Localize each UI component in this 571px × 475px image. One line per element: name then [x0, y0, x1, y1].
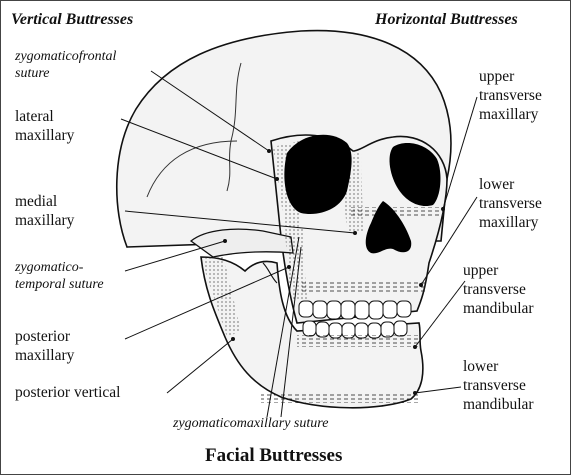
horizontal-buttresses-header: Horizontal Buttresses [375, 11, 518, 28]
figure-title: Facial Buttresses [205, 445, 343, 466]
temporal-line [146, 140, 238, 198]
nasal-aperture [365, 201, 412, 254]
label-zygomaticotemporal-suture: zygomatico- temporal suture [15, 260, 104, 292]
label-zygomaticofrontal-suture: zygomaticofrontal suture [15, 49, 117, 81]
label-upper-transverse-mandibular: upper transverse mandibular [463, 262, 534, 317]
leader-dots [223, 149, 445, 395]
upper-transverse-mandibular-shading [297, 335, 419, 347]
label-lateral-maxillary: lateral maxillary [15, 108, 75, 144]
left-orbit [389, 143, 441, 207]
label-lower-transverse-maxillary: lower transverse maxillary [479, 176, 542, 231]
posterior-shading [201, 255, 241, 337]
lower-transverse-maxillary-shading [301, 281, 425, 293]
label-posterior-vertical: posterior vertical [15, 384, 121, 401]
leader-lines [120, 70, 478, 418]
label-upper-transverse-maxillary: upper transverse maxillary [479, 68, 542, 123]
label-posterior-maxillary: posterior maxillary [15, 328, 75, 364]
lower-transverse-mandibular-shading [261, 393, 421, 403]
right-orbit [284, 134, 352, 215]
upper-transverse-maxillary-shading [351, 207, 443, 217]
upper-teeth [298, 300, 412, 320]
vertical-buttresses-header: Vertical Buttresses [11, 11, 134, 28]
label-medial-maxillary: medial maxillary [15, 193, 75, 229]
label-zygomaticomaxillary-suture: zygomaticomaxillary suture [173, 416, 329, 431]
label-lower-transverse-mandibular: lower transverse mandibular [463, 358, 534, 413]
mandibular-notch [262, 262, 278, 284]
lower-teeth [302, 320, 408, 339]
